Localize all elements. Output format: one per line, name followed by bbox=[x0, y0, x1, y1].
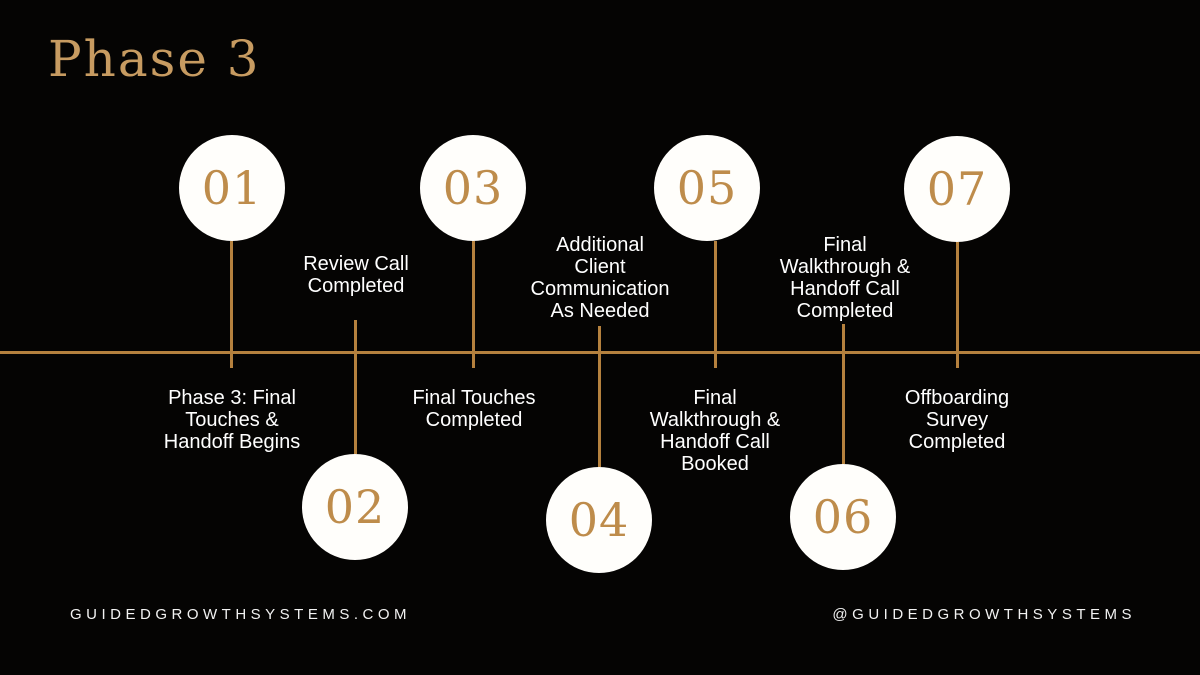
milestone-label-01: Phase 3: Final Touches & Handoff Begins bbox=[163, 387, 301, 453]
footer-website: GUIDEDGROWTHSYSTEMS.COM bbox=[70, 606, 412, 623]
milestone-label-05: Final Walkthrough & Handoff Call Booked bbox=[649, 387, 781, 475]
milestone-circle-03: 03 bbox=[420, 135, 526, 241]
milestone-number-05: 05 bbox=[676, 161, 738, 215]
milestone-label-03: Final Touches Completed bbox=[412, 387, 536, 431]
page-title: Phase 3 bbox=[48, 30, 261, 88]
connector-line-04 bbox=[598, 326, 601, 467]
milestone-label-04: Additional Client Communication As Neede… bbox=[530, 234, 670, 322]
milestone-label-06: Final Walkthrough & Handoff Call Complet… bbox=[779, 234, 911, 322]
footer-social-handle: @GUIDEDGROWTHSYSTEMS bbox=[832, 606, 1136, 623]
milestone-number-04: 04 bbox=[568, 493, 630, 547]
milestone-circle-04: 04 bbox=[546, 467, 652, 573]
milestone-number-02: 02 bbox=[324, 480, 386, 534]
milestone-circle-07: 07 bbox=[904, 136, 1010, 242]
connector-line-01 bbox=[230, 241, 233, 368]
milestone-label-02: Review Call Completed bbox=[303, 253, 409, 297]
connector-line-02 bbox=[354, 320, 357, 454]
milestone-number-01: 01 bbox=[201, 161, 263, 215]
milestone-circle-05: 05 bbox=[654, 135, 760, 241]
connector-line-07 bbox=[956, 242, 959, 368]
connector-line-05 bbox=[714, 241, 717, 368]
milestone-number-03: 03 bbox=[442, 161, 504, 215]
milestone-number-07: 07 bbox=[926, 162, 988, 216]
milestone-circle-06: 06 bbox=[790, 464, 896, 570]
connector-line-03 bbox=[472, 241, 475, 368]
milestone-number-06: 06 bbox=[812, 490, 874, 544]
connector-line-06 bbox=[842, 324, 845, 464]
milestone-circle-01: 01 bbox=[179, 135, 285, 241]
milestone-circle-02: 02 bbox=[302, 454, 408, 560]
milestone-label-07: Offboarding Survey Completed bbox=[904, 387, 1010, 453]
